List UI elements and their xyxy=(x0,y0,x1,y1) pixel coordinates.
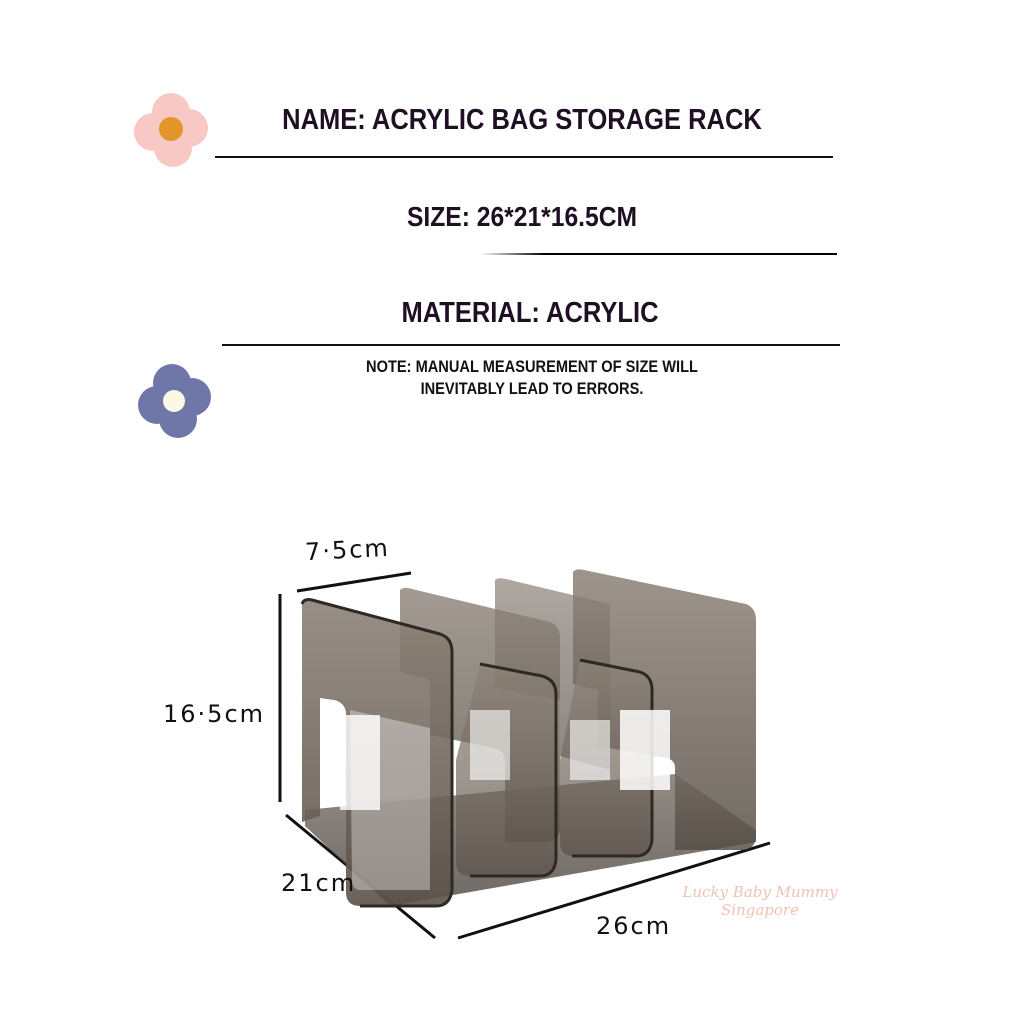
watermark-line-2: Singapore xyxy=(721,901,799,919)
watermark: Lucky Baby Mummy Singapore xyxy=(670,883,850,919)
depth-label: 21cm xyxy=(281,869,357,897)
product-size: SIZE: 26*21*16.5CM xyxy=(406,201,638,232)
acrylic-rack-image xyxy=(300,569,756,908)
divider xyxy=(215,156,833,158)
product-material: MATERIAL: ACRYLIC xyxy=(401,297,659,329)
slot-width-label: 7·5cm xyxy=(304,533,391,567)
divider xyxy=(222,344,840,346)
measurement-note: NOTE: MANUAL MEASUREMENT OF SIZE WILL IN… xyxy=(74,356,989,400)
note-line-2: INEVITABLY LEAD TO ERRORS. xyxy=(420,379,644,398)
product-name: NAME: ACRYLIC BAG STORAGE RACK xyxy=(282,104,762,136)
length-label: 26cm xyxy=(596,912,672,940)
divider xyxy=(480,253,837,255)
blue-flower-icon xyxy=(138,364,211,438)
height-label: 16·5cm xyxy=(163,700,266,728)
note-line-1: NOTE: MANUAL MEASUREMENT OF SIZE WILL xyxy=(366,357,698,376)
watermark-line-1: Lucky Baby Mummy xyxy=(682,883,838,901)
pink-flower-icon xyxy=(134,93,208,167)
